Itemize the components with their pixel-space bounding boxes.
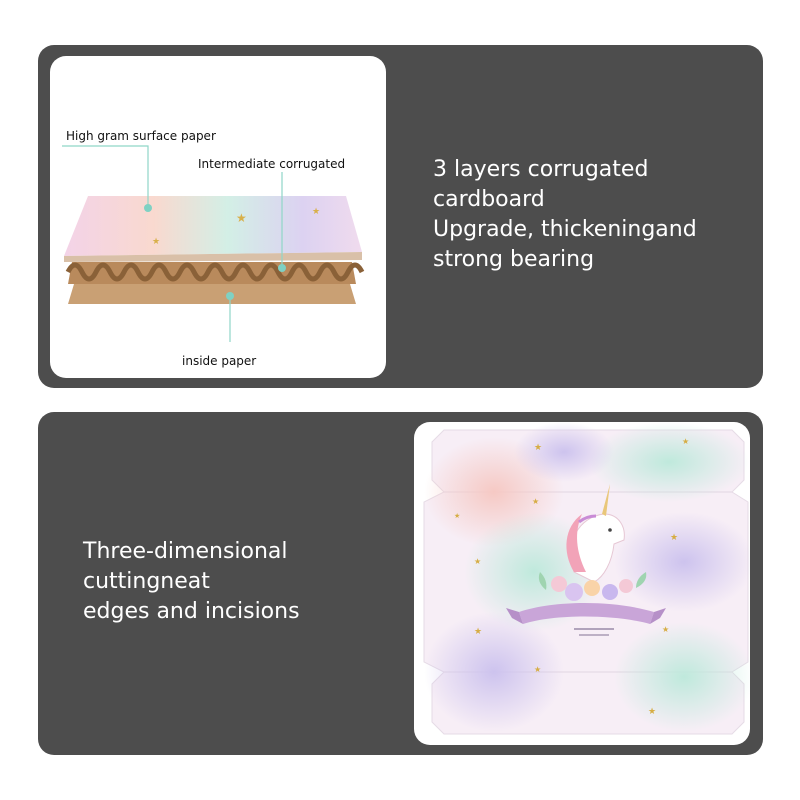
label-intermediate-corrugated: Intermediate corrugated — [198, 157, 346, 171]
corrugated-layers-illustration: ★ ★ ★ — [62, 145, 365, 342]
inside-paper-layer — [68, 284, 356, 304]
star-icon: ★ — [474, 627, 482, 637]
star-icon: ★ — [534, 443, 542, 453]
unfolded-box-illustration: ★ ★ ★ ★ ★ ★ ★ ★ ★ ★ — [423, 422, 750, 735]
callout-dot-intermediate — [278, 264, 286, 272]
star-icon: ★ — [312, 207, 320, 217]
star-icon: ★ — [474, 557, 481, 566]
unfolded-box-image: ★ ★ ★ ★ ★ ★ ★ ★ ★ ★ — [414, 422, 750, 745]
layers-description: 3 layers corrugated cardboard Upgrade, t… — [433, 155, 753, 275]
description-line: Upgrade, thickeningand — [433, 217, 697, 242]
label-inside-paper: inside paper — [182, 354, 257, 368]
box-description: Three-dimensional cuttingneat edges and … — [83, 537, 403, 627]
star-icon: ★ — [670, 533, 678, 543]
callout-dot-surface — [144, 204, 152, 212]
description-line: 3 layers corrugated — [433, 157, 649, 182]
description-line: Three-dimensional — [83, 539, 288, 564]
description-line: strong bearing — [433, 247, 595, 272]
description-line: cardboard — [433, 187, 545, 212]
callout-line-surface — [62, 145, 149, 208]
star-icon: ★ — [454, 512, 460, 520]
corrugated-wave — [65, 262, 365, 282]
star-icon: ★ — [662, 625, 669, 634]
flower-bouquet — [538, 572, 647, 601]
feature-panel-layers: ★ ★ ★ High gram surface paper Intermedia… — [38, 45, 763, 388]
unicorn-illustration — [566, 484, 625, 583]
ribbon-banner — [519, 603, 654, 624]
description-line: edges and incisions — [83, 599, 300, 624]
star-icon: ★ — [532, 497, 539, 506]
description-line: cuttingneat — [83, 569, 210, 594]
star-icon: ★ — [236, 211, 247, 225]
surface-paper-layer — [64, 196, 362, 256]
corrugated-layers-image: ★ ★ ★ High gram surface paper Intermedia… — [50, 56, 386, 378]
star-icon: ★ — [534, 665, 541, 674]
label-surface-paper: High gram surface paper — [66, 129, 216, 143]
star-icon: ★ — [152, 237, 160, 247]
feature-panel-box: Three-dimensional cuttingneat edges and … — [38, 412, 763, 755]
star-icon: ★ — [682, 437, 689, 446]
star-icon: ★ — [648, 707, 656, 717]
callout-dot-inside — [226, 292, 234, 300]
